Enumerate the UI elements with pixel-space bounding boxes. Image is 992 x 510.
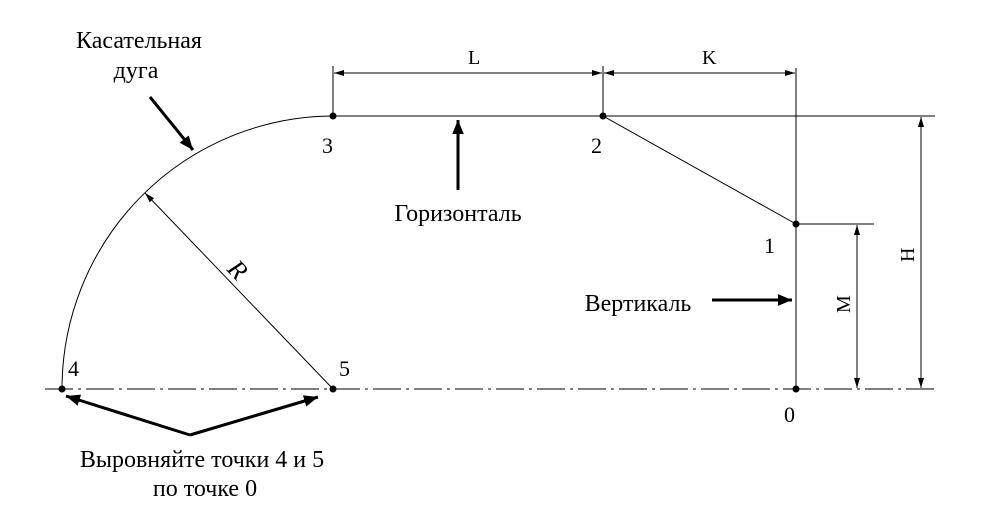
point-4-label: 4 bbox=[68, 356, 79, 381]
point-4-dot bbox=[58, 385, 66, 393]
align-note-line-1: Выровняйте точки 4 и 5 bbox=[80, 447, 324, 473]
dimension-k-label: K bbox=[702, 47, 717, 69]
radius-line bbox=[144, 192, 334, 390]
align-arrow-left bbox=[65, 394, 191, 437]
point-1-dot bbox=[792, 220, 800, 228]
point-0-dot bbox=[792, 385, 800, 393]
point-5-dot bbox=[329, 385, 337, 393]
align-note-line-2: по точке 0 bbox=[153, 476, 257, 502]
align-arrow-right bbox=[189, 395, 319, 437]
point-1-label: 1 bbox=[764, 233, 775, 258]
point-0-label: 0 bbox=[784, 402, 795, 427]
point-5-label: 5 bbox=[339, 356, 350, 381]
point-3-dot bbox=[329, 112, 337, 120]
point-2-dot bbox=[599, 112, 607, 120]
horizontal-label: Горизонталь bbox=[394, 201, 521, 227]
tangent-arc bbox=[61, 115, 334, 390]
tangent-arc-label-line-2: дуга bbox=[114, 58, 159, 84]
dimension-h-label: H bbox=[897, 248, 919, 262]
align-note-label: Выровняйте точки 4 и 5 по точке 0 bbox=[80, 447, 330, 502]
dimension-m-label: M bbox=[833, 295, 855, 313]
slope-segment bbox=[602, 115, 797, 225]
dimension-l-label: L bbox=[468, 47, 480, 69]
tangent-arc-label-line-1: Касательная bbox=[76, 28, 202, 54]
radius-label: R bbox=[221, 253, 254, 285]
point-2-label: 2 bbox=[591, 133, 602, 158]
tangent-arc-arrow bbox=[148, 96, 195, 151]
point-3-label: 3 bbox=[322, 133, 333, 158]
vertical-label: Вертикаль bbox=[585, 291, 692, 317]
tangent-arc-label: Касательная дуга bbox=[76, 28, 208, 84]
